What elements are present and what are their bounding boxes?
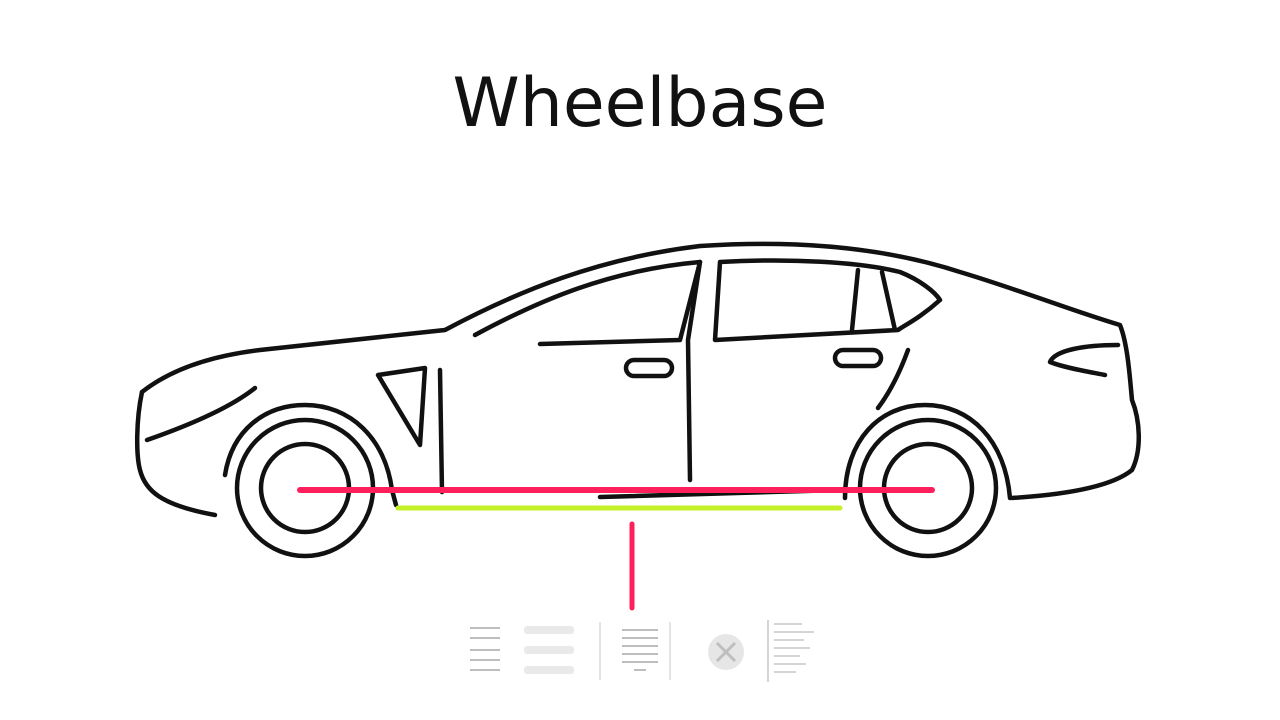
car-b-pillar — [685, 259, 703, 483]
car-roofline — [139, 241, 1141, 501]
toolbar-lines-icon[interactable] — [524, 626, 574, 674]
car-front-bumper — [134, 389, 218, 518]
toolbar-close-icon[interactable] — [708, 634, 744, 670]
car-rear-window — [712, 258, 943, 343]
car-front-handle — [623, 357, 675, 379]
toolbar-text-icon[interactable] — [470, 627, 500, 671]
toolbar-list-icon[interactable] — [767, 620, 814, 682]
car-rear-handle — [832, 347, 884, 369]
car-hood-line — [144, 385, 258, 443]
car-front-window — [472, 259, 703, 347]
car-front-arch — [222, 402, 399, 508]
diagram-title: Wheelbase — [452, 64, 828, 143]
car-front-door-edge — [437, 367, 445, 495]
car-c-pillar — [849, 267, 861, 333]
car-outline-icon — [134, 241, 1141, 559]
toolbar-stack-icon[interactable] — [622, 629, 658, 671]
car-tail-light — [1047, 342, 1121, 378]
car-rear-door-edge — [875, 347, 911, 411]
toolbar — [470, 620, 814, 682]
car-rear-arch — [842, 402, 1013, 501]
car-mirror — [375, 365, 428, 448]
car-c-pillar-2 — [879, 269, 898, 333]
